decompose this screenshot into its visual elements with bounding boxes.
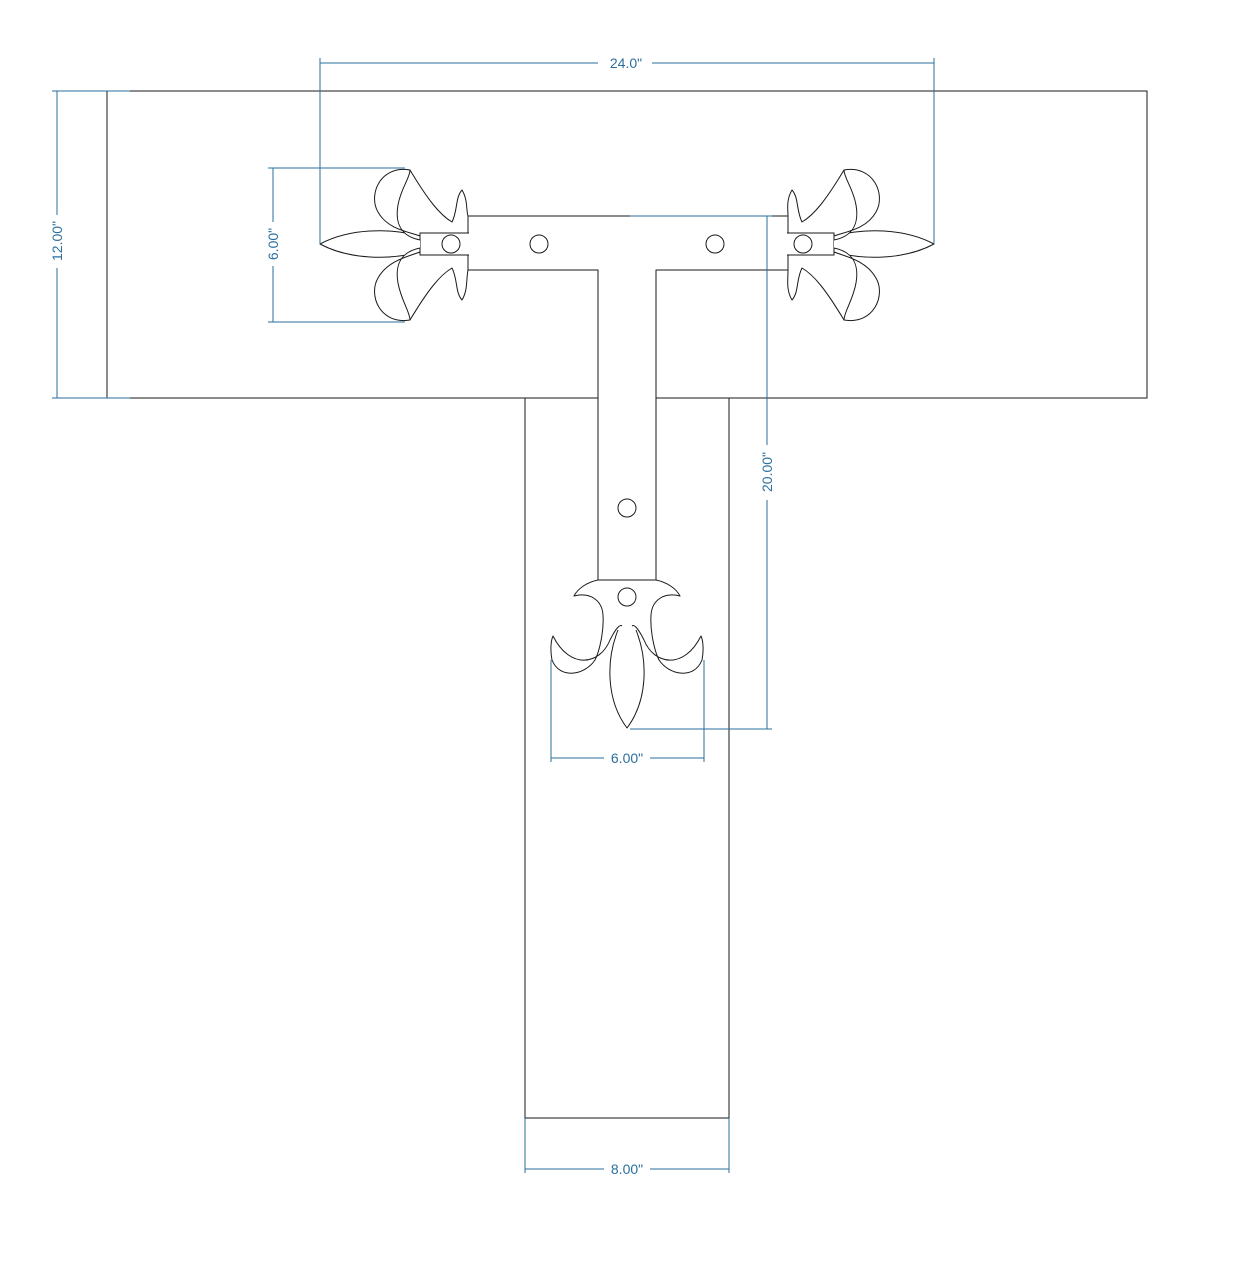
screw-hole — [617, 498, 637, 518]
dimension-label-strap-finial-width: 6.00" — [611, 750, 643, 766]
dimension-label-post-width: 8.00" — [611, 1161, 643, 1177]
dimension-label-finial-height: 6.00" — [265, 228, 281, 260]
dimension-label-board-height: 12.00" — [49, 221, 65, 261]
screw-hole — [793, 234, 813, 254]
screw-hole — [441, 234, 461, 254]
dimension-strap-length: 20.00" — [630, 215, 775, 730]
dimension-label-hinge-span: 24.0" — [610, 55, 642, 71]
t-hinge — [319, 169, 935, 729]
left-finial — [319, 169, 469, 321]
screw-hole — [529, 234, 549, 254]
dimension-board-height: 12.00" — [49, 90, 130, 399]
screw-hole — [617, 587, 637, 607]
screw-hole — [705, 234, 725, 254]
dimension-hinge-span: 24.0" — [319, 55, 935, 244]
dimension-post-width: 8.00" — [524, 1118, 730, 1177]
dimension-strap-finial-width: 6.00" — [550, 660, 705, 766]
dimension-label-strap-length: 20.00" — [759, 452, 775, 492]
right-finial — [787, 169, 935, 321]
dimension-finial-height: 6.00" — [265, 167, 405, 323]
bottom-finial — [550, 579, 704, 729]
